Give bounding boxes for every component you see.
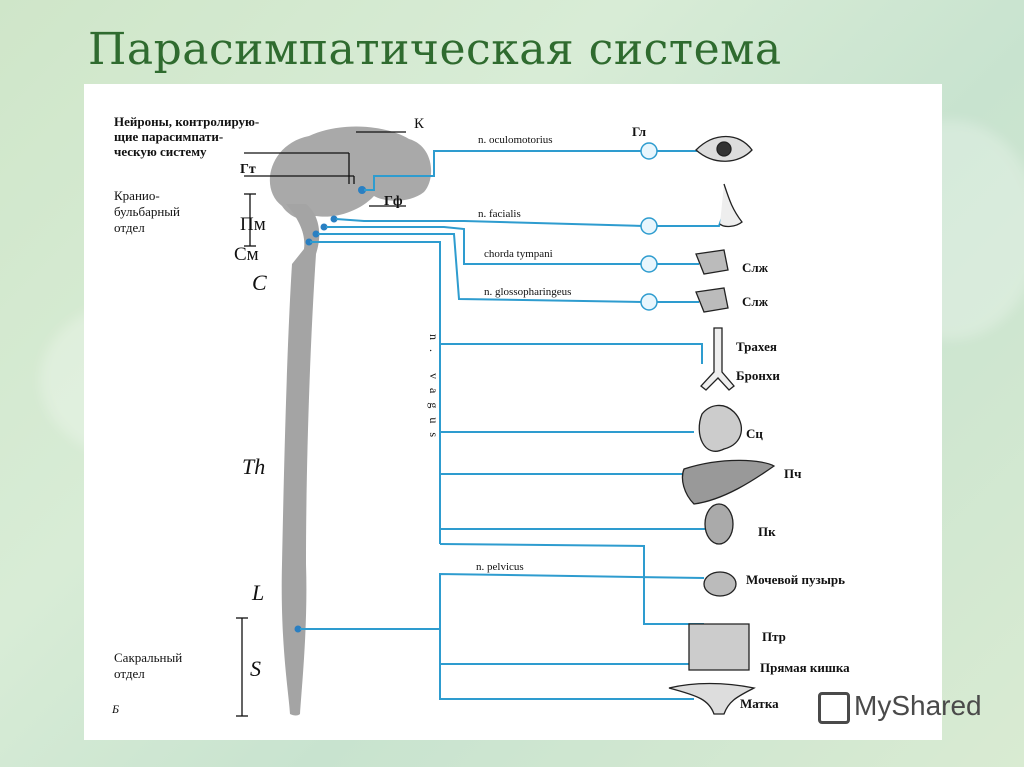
organ-bladder: Мочевой пузырь: [746, 572, 846, 587]
organ-liver: Пч: [784, 466, 802, 481]
organ-slzh-1: Слж: [742, 260, 769, 275]
s-segment-label: S: [250, 656, 261, 681]
organ-trachea: Трахея: [736, 339, 777, 354]
l-segment-label: L: [252, 580, 265, 605]
neuron-dots: [294, 186, 366, 633]
ganglia: [640, 142, 658, 311]
nerve-lines: [300, 150, 725, 700]
kidney-organ: [704, 503, 734, 545]
watermark: MyShared: [818, 690, 982, 724]
pm-label: Пм: [240, 214, 266, 235]
nose-organ: [719, 183, 743, 228]
organ-slzh-2: Слж: [742, 294, 769, 309]
gf-label: Гф: [384, 194, 403, 209]
cranio-label: Кранио- бульбарный отдел: [114, 188, 180, 235]
bladder-organ: [703, 571, 737, 597]
parasympathetic-diagram: [236, 126, 776, 717]
organ-shapes: [668, 136, 776, 715]
organ-kidney: Пк: [758, 524, 776, 539]
nerve-oculomotorius: n. oculomotorius: [478, 134, 553, 146]
nerve-chorda-tympani: chorda tympani: [484, 248, 553, 260]
intestine-organ: [688, 623, 750, 671]
spinal-cord: [281, 204, 320, 716]
gt-label: Гт: [240, 162, 256, 177]
neurons-label: Нейроны, контролирую- щие парасимпати- ч…: [114, 114, 260, 159]
sm-label: См: [234, 244, 259, 265]
watermark-icon: [818, 691, 850, 724]
th-segment-label: Th: [242, 454, 266, 479]
organ-intestine: Птр: [762, 629, 786, 644]
liver-organ: [681, 459, 776, 505]
organ-heart: Сц: [746, 426, 763, 441]
sacral-label: Сакральный отдел: [114, 650, 183, 681]
vagus-label: n. vagus: [427, 334, 441, 446]
nerve-pelvicus: n. pelvicus: [476, 561, 524, 573]
salivary-gland-1: [695, 249, 729, 275]
diagram-panel: Нейроны, контролирую- щие парасимпати- ч…: [84, 84, 942, 740]
brain-shape: [269, 126, 432, 220]
nerve-glossopharingeus: n. glossopharingeus: [484, 286, 572, 298]
uterus-organ: [668, 682, 756, 715]
organ-gl: Гл: [632, 124, 647, 139]
organ-rectum: Прямая кишка: [760, 660, 850, 675]
eye-organ: [695, 136, 753, 162]
figure-letter: Б: [112, 702, 120, 716]
heart-organ: [698, 404, 743, 452]
trachea-organ: [700, 327, 735, 391]
k-label: К: [414, 116, 425, 132]
nerve-facialis: n. facialis: [478, 208, 521, 220]
organ-uterus: Матка: [740, 696, 779, 711]
salivary-gland-2: [695, 287, 729, 313]
watermark-text: MyShared: [854, 690, 982, 721]
brackets: [236, 131, 406, 717]
organ-bronchi: Бронхи: [736, 368, 780, 383]
page-title: Парасимпатическая система: [88, 24, 782, 75]
c-segment-label: C: [252, 270, 267, 295]
